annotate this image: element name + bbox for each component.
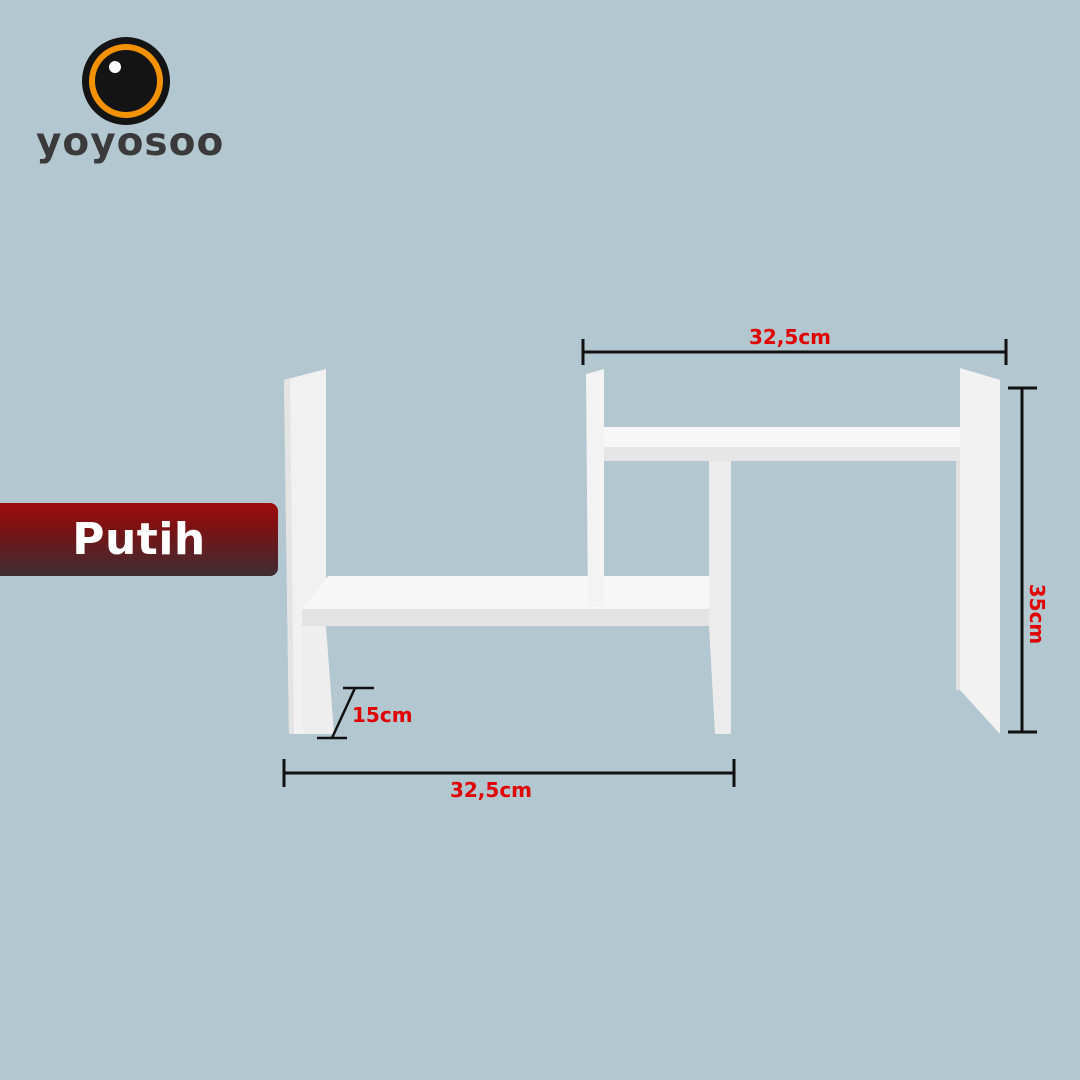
top-width-label: 32,5cm: [749, 325, 831, 349]
height-label: 35cm: [1025, 584, 1049, 645]
color-badge: Putih: [0, 503, 278, 576]
brand-logo: yoyosoo: [36, 34, 225, 174]
color-badge-label: Putih: [72, 514, 206, 565]
bottom-width-label: 32,5cm: [450, 778, 532, 802]
eye-icon: [82, 37, 170, 125]
height-dimension: [1008, 386, 1037, 734]
brand-name: yoyosoo: [36, 120, 225, 165]
shelf-product: [284, 368, 1000, 734]
bottom-width-dimension: [282, 759, 736, 787]
depth-dimension: [317, 686, 374, 740]
depth-label: 15cm: [352, 703, 413, 727]
top-width-dimension: [581, 339, 1008, 365]
